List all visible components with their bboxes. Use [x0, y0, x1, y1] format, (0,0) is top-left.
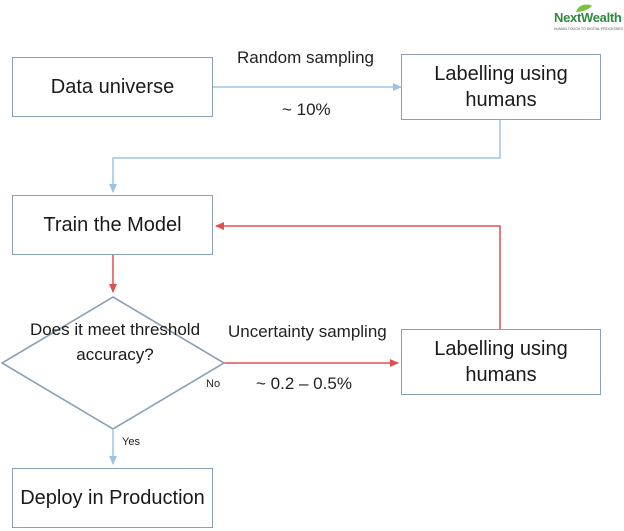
data-universe-box: Data universe: [12, 57, 213, 117]
logo-tagline: HUMAN TOUCH TO DIGITAL PROCESSES: [554, 27, 623, 31]
deploy-box: Deploy in Production: [12, 468, 213, 528]
edge-loop-to-train: [215, 222, 501, 329]
random-pct-label: ~ 10%: [282, 100, 331, 119]
labelling-bottom-label: Labelling using humans: [434, 338, 568, 386]
logo-wordmark: NextWealth: [554, 10, 622, 25]
leaf-icon: [576, 4, 592, 12]
decision-label: Does it meet threshold accuracy?: [29, 320, 201, 364]
labelling-bottom-box: Labelling using humans: [401, 329, 601, 395]
no-label: No: [206, 378, 221, 390]
train-model-box: Train the Model: [12, 195, 213, 255]
nextwealth-logo: NextWealth HUMAN TOUCH TO DIGITAL PROCES…: [548, 4, 623, 34]
random-sampling-label: Random sampling: [237, 48, 375, 67]
labelling-top-label: Labelling using humans: [434, 63, 568, 111]
data-universe-label: Data universe: [50, 76, 175, 98]
deploy-label: Deploy in Production: [20, 487, 205, 509]
uncertainty-pct-label: ~ 0.2 – 0.5%: [256, 374, 352, 393]
edge-labelled-to-train: [109, 120, 501, 193]
train-model-label: Train the Model: [43, 214, 182, 236]
uncertainty-sampling-label: Uncertainty sampling: [228, 322, 387, 341]
yes-label: Yes: [122, 436, 140, 448]
labelling-top-box: Labelling using humans: [401, 54, 601, 120]
decision-diamond: [0, 296, 226, 430]
